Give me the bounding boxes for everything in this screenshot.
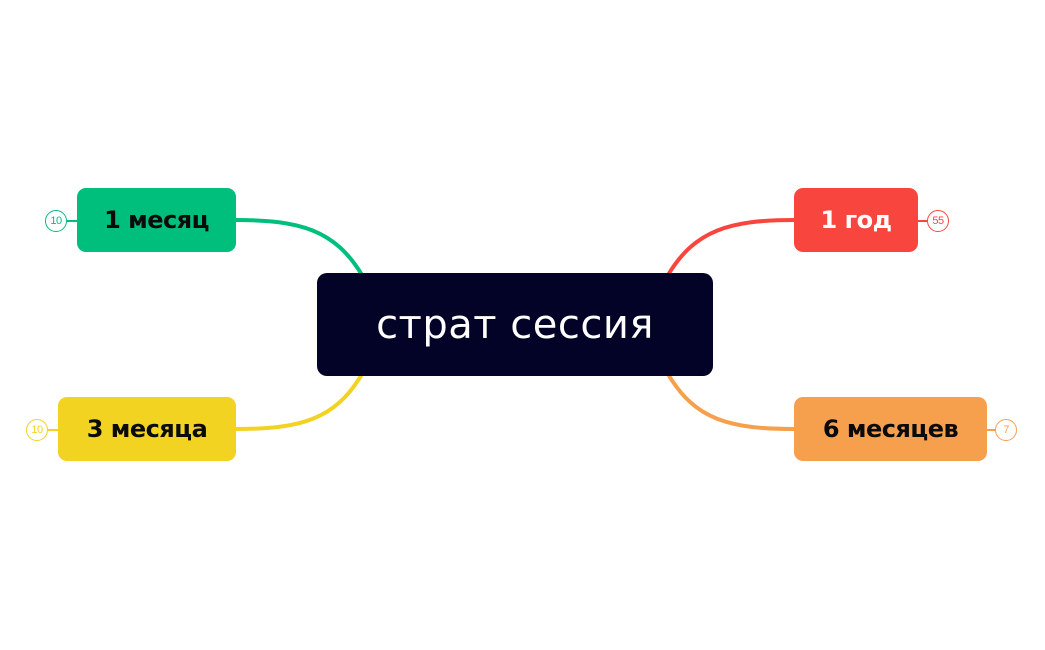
topic-label: 3 месяца: [86, 415, 208, 443]
topic-1-month[interactable]: 1 месяц: [77, 188, 236, 252]
topic-label: 1 месяц: [104, 206, 209, 234]
connector-6-months: [666, 372, 795, 431]
topic-1-year[interactable]: 1 год: [794, 188, 918, 252]
collapse-count-badge[interactable]: 55: [927, 210, 949, 232]
topic-label: 1 год: [820, 206, 892, 234]
connector-1-year: [666, 218, 795, 277]
topic-label: 6 месяцев: [822, 415, 959, 443]
central-topic[interactable]: страт сессия: [317, 273, 713, 376]
topic-6-months[interactable]: 6 месяцев: [794, 397, 987, 461]
collapse-count-badge[interactable]: 10: [26, 419, 48, 441]
collapse-count-badge[interactable]: 7: [995, 419, 1017, 441]
connector-3-months: [235, 372, 364, 431]
topic-3-months[interactable]: 3 месяца: [58, 397, 236, 461]
central-topic-label: страт сессия: [376, 301, 654, 348]
connector-1-month: [235, 218, 364, 277]
collapse-count-badge[interactable]: 10: [45, 210, 67, 232]
